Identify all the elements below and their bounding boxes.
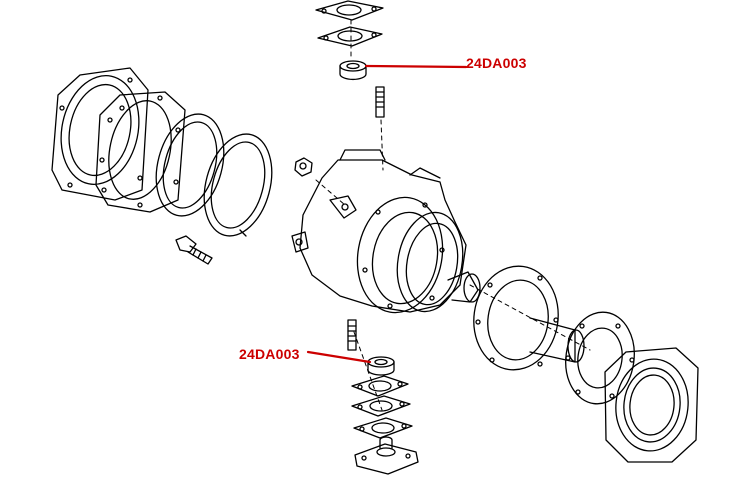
housing-body [291, 149, 467, 314]
bolt [175, 235, 213, 265]
callout-label-upper-seal: 24DA003 [466, 55, 527, 71]
lower-stud [347, 319, 357, 351]
lower-seal [367, 356, 395, 376]
lower-mount-block [354, 436, 419, 475]
shaft-stub [447, 271, 481, 303]
small-nut [294, 157, 313, 177]
lower-gasket-1 [351, 375, 409, 397]
callout-leader-top [364, 64, 468, 69]
split-ring [203, 133, 273, 237]
outer-cover-plate [51, 67, 149, 201]
callout-label-lower-seal: 24DA003 [239, 346, 300, 362]
end-cover [604, 347, 699, 463]
upper-seal [339, 60, 367, 81]
upper-gasket-2 [317, 26, 383, 47]
spacer-ring [155, 113, 225, 217]
lower-gasket-3 [353, 417, 413, 439]
callout-leaders [306, 64, 468, 364]
spline-disk [565, 311, 635, 405]
callout-leader-bottom [306, 350, 372, 364]
housing-gasket [396, 211, 464, 313]
upper-stud [375, 86, 385, 118]
upper-gasket-1 [315, 0, 384, 21]
hub-flange [473, 265, 585, 371]
lower-gasket-2 [351, 395, 411, 417]
flange-plate [95, 91, 186, 213]
assembly-axis-lines [315, 19, 591, 411]
